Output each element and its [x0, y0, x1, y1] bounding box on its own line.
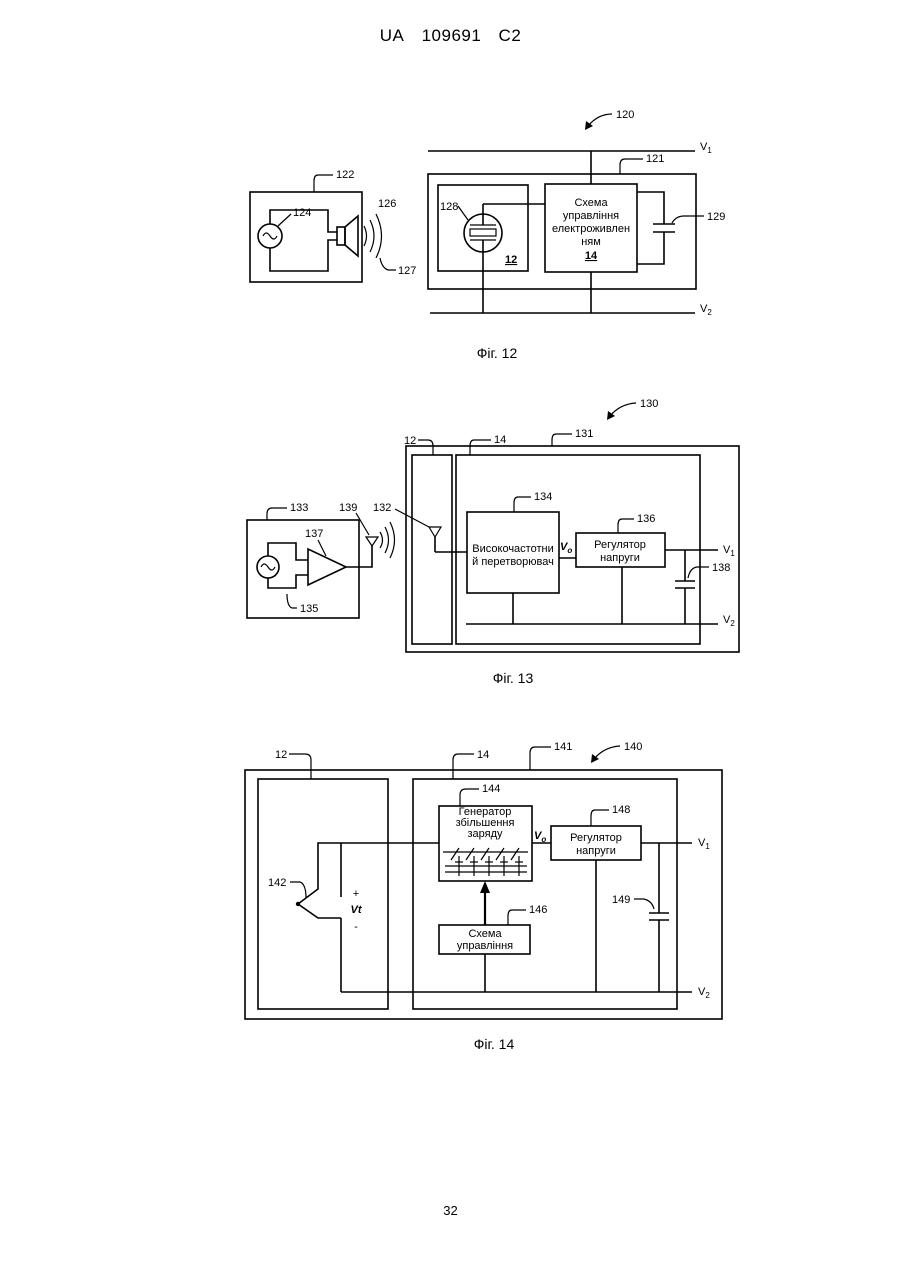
switched-capacitor-array — [443, 848, 528, 876]
junction-142 — [298, 843, 341, 918]
vt-label: Vt — [351, 904, 363, 916]
regulator-line1-14: Регулятор — [570, 832, 622, 844]
vo-label-14: Vo — [534, 830, 546, 844]
ref-142: 142 — [268, 877, 286, 889]
control-arrowhead — [480, 881, 490, 893]
ref-144: 144 — [482, 783, 500, 795]
plus-sign: + — [353, 888, 359, 900]
figure-14: 140 141 12 14 142 + Vt - Генератор збіль… — [0, 0, 901, 1100]
control-line1: Схема — [468, 928, 502, 940]
ref-144-leader — [460, 789, 479, 806]
ref-140-arrow — [594, 746, 620, 759]
figure-14-caption: Фіг. 14 — [474, 1036, 515, 1052]
generator-line3: заряду — [467, 828, 503, 840]
ref-146-leader — [508, 910, 526, 925]
ref-140: 140 — [624, 741, 642, 753]
ref-14-14: 14 — [477, 749, 489, 761]
junction-dot — [296, 902, 300, 906]
ref-146: 146 — [529, 904, 547, 916]
ref-149-leader — [634, 899, 654, 909]
ref-14-leader-14 — [453, 754, 474, 779]
ref-149: 149 — [612, 894, 630, 906]
control-line2: управління — [457, 940, 513, 952]
element-12-box-14 — [258, 779, 388, 1009]
ref-141-leader — [530, 747, 551, 770]
minus-sign: - — [354, 921, 358, 933]
ref-12-14: 12 — [275, 749, 287, 761]
ref-148-leader — [591, 810, 609, 826]
box-14-14 — [413, 779, 677, 1009]
v2-label-14: V2 — [698, 986, 710, 1000]
regulator-line2-14: напруги — [576, 845, 616, 857]
ref-142-leader — [290, 882, 306, 898]
page-number: 32 — [0, 1203, 901, 1218]
ref-148: 148 — [612, 804, 630, 816]
ref-12-leader-14 — [289, 754, 311, 779]
ref-141: 141 — [554, 741, 572, 753]
v1-label-14: V1 — [698, 837, 710, 851]
